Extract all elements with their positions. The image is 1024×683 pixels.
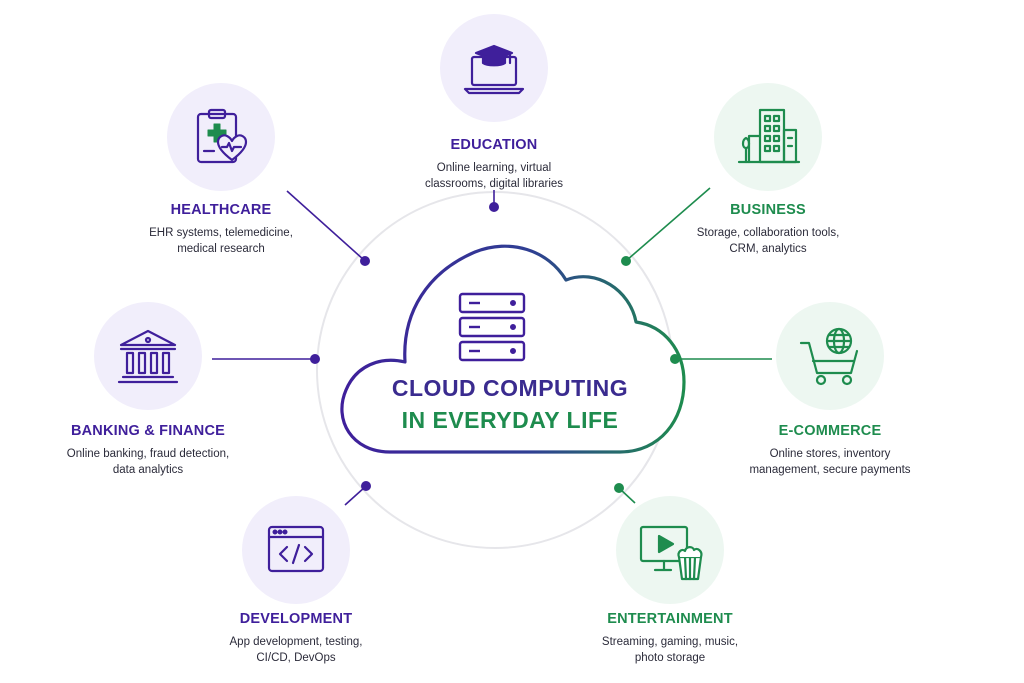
education-desc-line2: classrooms, digital libraries bbox=[424, 178, 564, 190]
connector-healthcare bbox=[286, 190, 370, 266]
entertainment-description: Streaming, gaming, music, photo storage bbox=[550, 634, 790, 666]
business-icon-circle bbox=[714, 83, 822, 191]
development-icon-circle bbox=[242, 496, 350, 604]
monitor-popcorn-icon bbox=[639, 525, 703, 581]
node-banking-finance: BANKING & FINANCE Online banking, fraud … bbox=[28, 302, 268, 478]
connector-education bbox=[489, 190, 499, 212]
node-healthcare: HEALTHCARE EHR systems, telemedicine, me… bbox=[101, 83, 341, 257]
bank-building-icon bbox=[117, 329, 179, 384]
education-desc-line1: Online learning, virtual bbox=[436, 162, 552, 174]
banking-title: BANKING & FINANCE bbox=[70, 423, 226, 439]
business-desc-line1: Storage, collaboration tools, bbox=[696, 227, 840, 239]
center-title: CLOUD COMPUTING IN EVERYDAY LIFE bbox=[340, 372, 680, 436]
ecommerce-description: Online stores, inventory management, sec… bbox=[710, 446, 950, 478]
entertainment-icon-circle bbox=[616, 496, 724, 604]
education-description: Online learning, virtual classrooms, dig… bbox=[374, 160, 614, 192]
development-desc-line1: App development, testing, bbox=[229, 636, 363, 648]
healthcare-description: EHR systems, telemedicine, medical resea… bbox=[101, 225, 341, 257]
node-ecommerce: E-COMMERCE Online stores, inventory mana… bbox=[710, 302, 950, 478]
ecommerce-icon-circle bbox=[776, 302, 884, 410]
ecommerce-desc-line2: management, secure payments bbox=[749, 464, 911, 476]
development-title: DEVELOPMENT bbox=[239, 611, 353, 627]
node-education: EDUCATION Online learning, virtual class… bbox=[374, 14, 614, 192]
healthcare-desc-line1: EHR systems, telemedicine, bbox=[149, 227, 293, 239]
entertainment-desc-line2: photo storage bbox=[634, 652, 706, 664]
node-business: BUSINESS Storage, collaboration tools, C… bbox=[648, 83, 888, 257]
connector-business bbox=[621, 187, 711, 266]
medical-clipboard-icon bbox=[196, 108, 248, 164]
code-window-icon bbox=[267, 525, 325, 573]
connector-ecommerce bbox=[670, 354, 772, 364]
banking-icon-circle bbox=[94, 302, 202, 410]
banking-description: Online banking, fraud detection, data an… bbox=[28, 446, 268, 478]
connector-banking bbox=[212, 354, 320, 364]
office-building-icon bbox=[737, 108, 801, 164]
node-entertainment: ENTERTAINMENT Streaming, gaming, music, … bbox=[550, 496, 790, 666]
ecommerce-desc-line1: Online stores, inventory bbox=[769, 448, 891, 460]
graduation-laptop-icon bbox=[463, 44, 525, 95]
education-title: EDUCATION bbox=[450, 137, 538, 153]
entertainment-title: ENTERTAINMENT bbox=[607, 611, 733, 627]
server-stack-icon bbox=[458, 292, 526, 362]
entertainment-desc-line1: Streaming, gaming, music, bbox=[601, 636, 739, 648]
shopping-cart-globe-icon bbox=[799, 327, 859, 386]
connector-entertainment bbox=[614, 483, 636, 504]
ecommerce-title: E-COMMERCE bbox=[778, 423, 882, 439]
business-title: BUSINESS bbox=[730, 202, 806, 218]
banking-desc-line1: Online banking, fraud detection, bbox=[66, 448, 230, 460]
healthcare-icon-circle bbox=[167, 83, 275, 191]
education-icon-circle bbox=[440, 14, 548, 122]
development-desc-line2: CI/CD, DevOps bbox=[256, 652, 336, 664]
healthcare-desc-line2: medical research bbox=[177, 243, 265, 255]
center-title-line1: CLOUD COMPUTING bbox=[391, 375, 629, 401]
center-title-line2: IN EVERYDAY LIFE bbox=[401, 407, 619, 433]
business-desc-line2: CRM, analytics bbox=[729, 243, 807, 255]
development-description: App development, testing, CI/CD, DevOps bbox=[176, 634, 416, 666]
business-description: Storage, collaboration tools, CRM, analy… bbox=[648, 225, 888, 257]
banking-desc-line2: data analytics bbox=[112, 464, 184, 476]
connector-development bbox=[344, 481, 371, 506]
node-development: DEVELOPMENT App development, testing, CI… bbox=[176, 496, 416, 666]
healthcare-title: HEALTHCARE bbox=[170, 202, 272, 218]
